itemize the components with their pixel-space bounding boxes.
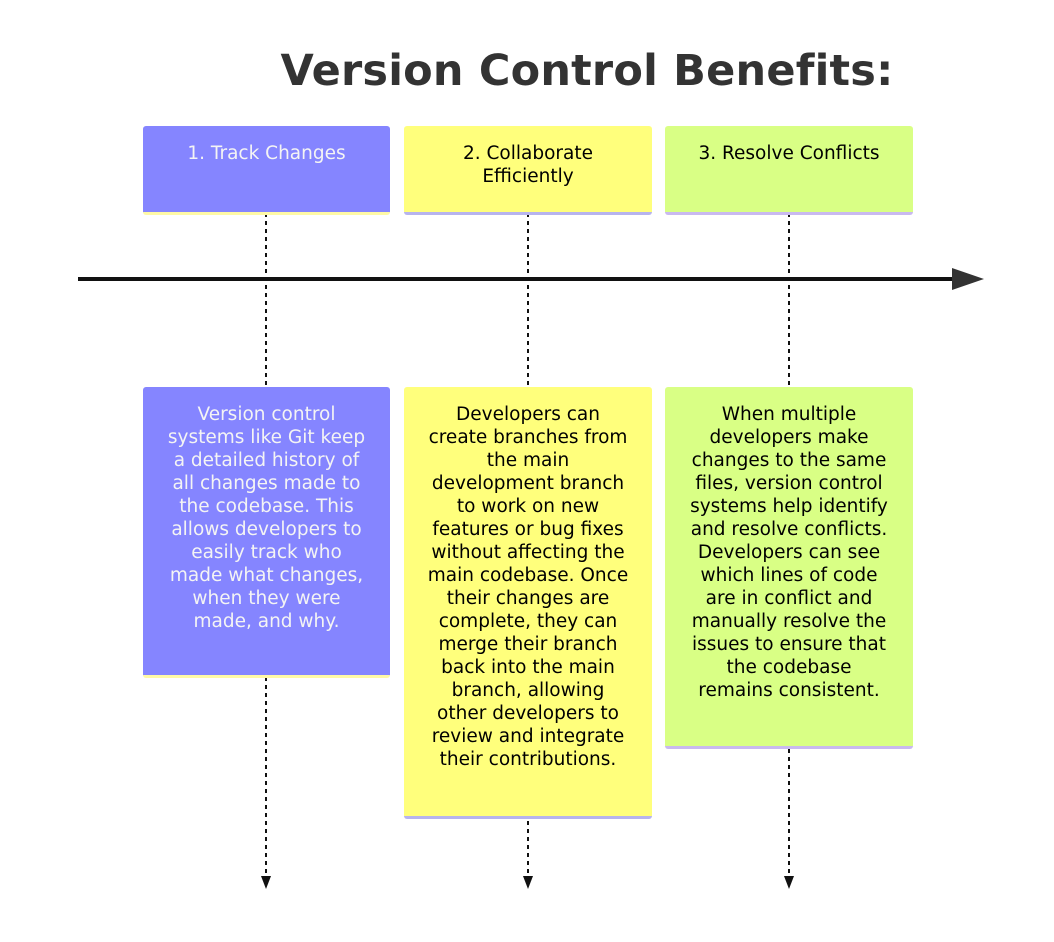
section-heading-resolve-conflicts: 3. Resolve Conflicts <box>665 126 913 215</box>
section-detail-resolve-conflicts: When multiple developers make changes to… <box>665 387 913 749</box>
detail-text: Developers can create branches from the … <box>427 404 629 770</box>
detail-text: When multiple developers make changes to… <box>690 404 888 701</box>
section-heading-track-changes: 1. Track Changes <box>143 126 390 215</box>
connector-arrow-1-icon <box>261 876 271 889</box>
section-heading-collaborate: 2. Collaborate Efficiently <box>404 126 652 215</box>
heading-text: 2. Collaborate Efficiently <box>462 143 594 187</box>
section-detail-track-changes: Version control systems like Git keep a … <box>143 387 390 678</box>
section-detail-collaborate: Developers can create branches from the … <box>404 387 652 819</box>
timeline-arrowhead-icon <box>952 268 984 290</box>
diagram-title: Version Control Benefits: <box>280 46 894 96</box>
heading-text: 1. Track Changes <box>187 143 346 164</box>
detail-text: Version control systems like Git keep a … <box>167 404 366 632</box>
connector-arrow-3-icon <box>784 876 794 889</box>
heading-text: 3. Resolve Conflicts <box>698 143 880 164</box>
connector-arrow-2-icon <box>523 876 533 889</box>
